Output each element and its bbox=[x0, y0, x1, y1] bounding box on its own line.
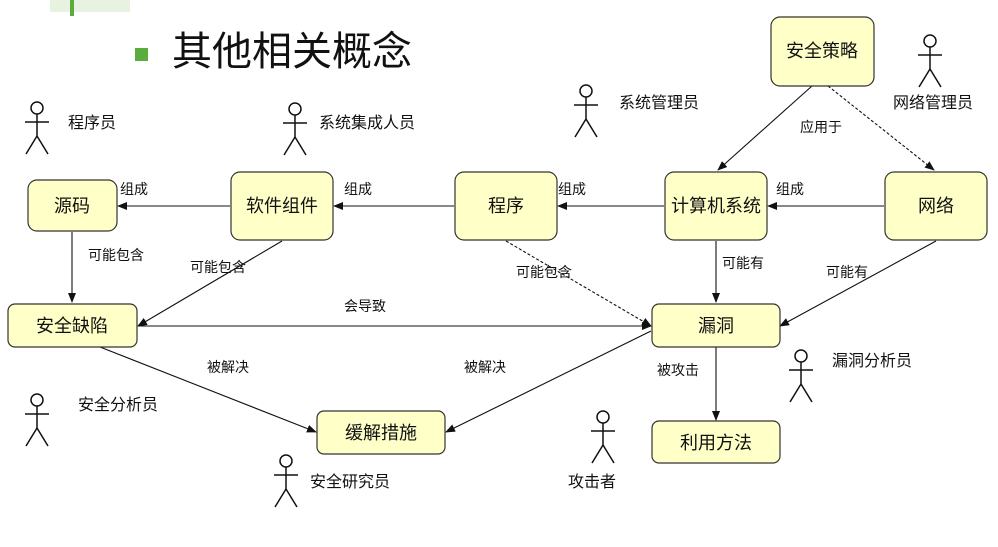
actor-label-programmer: 程序员 bbox=[68, 113, 116, 132]
edge-network-vuln bbox=[779, 240, 937, 327]
actor-label-security-analyst: 安全分析员 bbox=[78, 395, 158, 414]
node-label: 安全策略 bbox=[786, 41, 858, 62]
actor-label-netadmin: 网络管理员 bbox=[893, 93, 973, 112]
actor-label-security-researcher: 安全研究员 bbox=[310, 472, 390, 491]
actor-netadmin-icon bbox=[918, 34, 942, 88]
actor-attacker-icon bbox=[591, 410, 615, 464]
edge-label-computer-vuln: 可能有 bbox=[722, 256, 764, 272]
edge-label-computer-program: 组成 bbox=[558, 182, 586, 198]
actor-programmer-icon bbox=[25, 101, 49, 155]
edge-label-vuln-exploit: 被攻击 bbox=[657, 363, 699, 379]
edge-label-vuln-mitigation: 被解决 bbox=[464, 360, 506, 376]
top-accent-line bbox=[70, 0, 74, 16]
node-label: 计算机系统 bbox=[671, 196, 761, 217]
edge-label-network-computer: 组成 bbox=[776, 182, 804, 198]
node-vulnerability: 漏洞 bbox=[651, 303, 781, 348]
edge-label-network-vuln: 可能有 bbox=[826, 265, 868, 281]
actor-sysadmin-icon bbox=[574, 84, 598, 138]
edge-defect-mitigation bbox=[99, 346, 317, 433]
node-mitigation: 缓解措施 bbox=[316, 410, 446, 455]
node-exploit: 利用方法 bbox=[651, 420, 781, 464]
node-program: 程序 bbox=[454, 171, 558, 241]
node-label: 利用方法 bbox=[680, 433, 752, 454]
edge-label-source-defect: 可能包含 bbox=[88, 248, 144, 264]
edge-policy-computer bbox=[717, 85, 813, 171]
actor-label-attacker: 攻击者 bbox=[568, 472, 616, 491]
actor-security-analyst-icon bbox=[25, 393, 49, 447]
node-label: 漏洞 bbox=[698, 316, 734, 337]
top-accent-bar bbox=[50, 0, 130, 12]
node-label: 源码 bbox=[54, 196, 90, 217]
node-software-component: 软件组件 bbox=[230, 171, 334, 241]
actor-vuln-analyst-icon bbox=[789, 349, 813, 403]
edge-label-defect-vuln: 会导致 bbox=[344, 299, 386, 315]
edge-label-component-defect: 可能包含 bbox=[190, 260, 246, 276]
node-label: 网络 bbox=[918, 196, 954, 217]
node-label: 软件组件 bbox=[246, 196, 318, 217]
node-computer-system: 计算机系统 bbox=[664, 171, 768, 241]
edge-label-component-source: 组成 bbox=[120, 182, 148, 198]
actor-integrator-icon bbox=[283, 102, 307, 156]
node-network: 网络 bbox=[884, 171, 988, 241]
edge-program-vuln bbox=[505, 240, 652, 327]
node-label: 程序 bbox=[488, 196, 524, 217]
node-label: 缓解措施 bbox=[345, 423, 417, 444]
edges bbox=[68, 85, 937, 433]
edge-label-program-vuln: 可能包含 bbox=[516, 265, 572, 281]
actor-security-researcher-icon bbox=[274, 454, 298, 508]
actor-label-vuln-analyst: 漏洞分析员 bbox=[832, 351, 912, 370]
actor-label-sysadmin: 系统管理员 bbox=[619, 93, 699, 112]
edge-vuln-mitigation bbox=[445, 330, 652, 433]
edge-label-policy-computer: 应用于 bbox=[800, 119, 842, 136]
edge-labels: 应用于 组成 组成 组成 组成 可能包含 可能包含 可能包含 可能有 可能有 会… bbox=[88, 119, 868, 379]
edge-label-program-component: 组成 bbox=[344, 182, 372, 198]
node-security-defect: 安全缺陷 bbox=[7, 303, 138, 348]
node-security-policy: 安全策略 bbox=[770, 16, 875, 87]
node-label: 安全缺陷 bbox=[36, 316, 108, 337]
actor-label-integrator: 系统集成人员 bbox=[319, 113, 415, 132]
edge-policy-network bbox=[827, 85, 935, 171]
page-title: 其他相关概念 bbox=[172, 29, 412, 75]
edge-label-defect-mitigation: 被解决 bbox=[207, 360, 249, 376]
edge-component-defect bbox=[137, 240, 283, 327]
title-bullet bbox=[135, 48, 148, 61]
node-source-code: 源码 bbox=[27, 179, 118, 232]
